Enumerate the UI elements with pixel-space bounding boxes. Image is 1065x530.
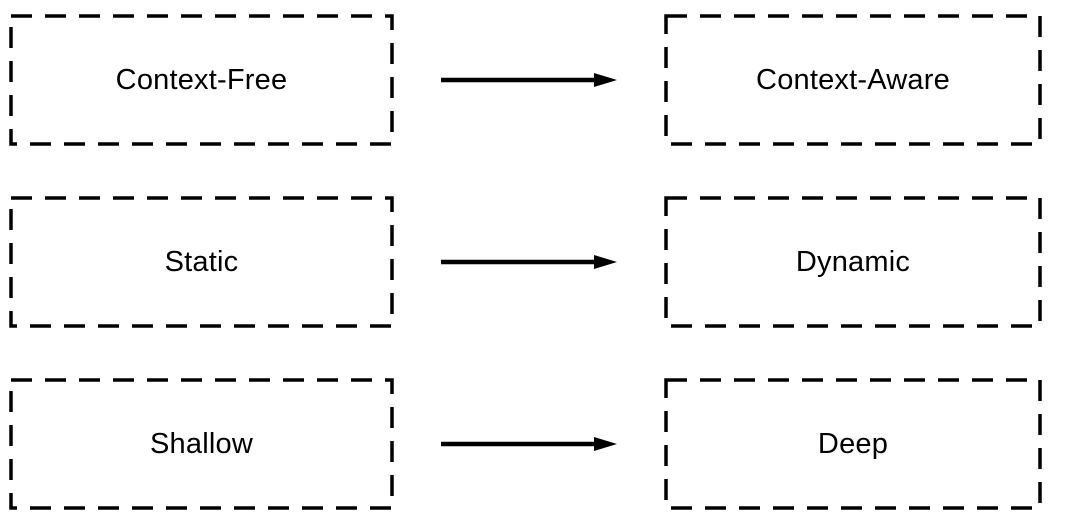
concept-box-context-free: Context-Free [9, 14, 394, 146]
box-label: Context-Free [115, 63, 288, 96]
box-label: Context-Aware [756, 63, 950, 96]
dashed-border [9, 196, 394, 328]
box-label: Deep [817, 427, 889, 460]
concept-box-context-aware: Context-Aware [664, 14, 1042, 146]
arrow-container [394, 253, 664, 271]
dashed-border [664, 378, 1042, 510]
arrow-container [394, 71, 664, 89]
concept-box-static: Static [9, 196, 394, 328]
right-arrow-icon [441, 73, 617, 87]
arrow-container [394, 435, 664, 453]
box-label: Dynamic [795, 245, 911, 278]
dashed-border [9, 14, 394, 146]
diagram-row-2: Static Dynamic [9, 196, 1042, 328]
dashed-border [664, 14, 1042, 146]
box-label: Static [164, 245, 239, 278]
diagram-row-1: Context-Free Context-Aware [9, 14, 1042, 146]
diagram-row-3: Shallow Deep [9, 378, 1042, 510]
dashed-border [664, 196, 1042, 328]
right-arrow-icon [441, 437, 617, 451]
concept-box-deep: Deep [664, 378, 1042, 510]
concept-box-dynamic: Dynamic [664, 196, 1042, 328]
box-label: Shallow [150, 427, 253, 460]
concept-box-shallow: Shallow [9, 378, 394, 510]
dashed-border [9, 378, 394, 510]
right-arrow-icon [441, 255, 617, 269]
